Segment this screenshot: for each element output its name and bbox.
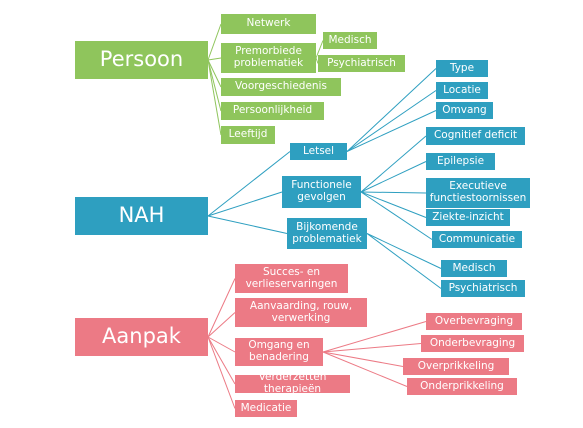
node-type: Type bbox=[436, 60, 488, 77]
node-medicatie: Medicatie bbox=[235, 400, 297, 417]
connector-functionele-gevolgen-to-ziekte-inzicht bbox=[360, 191, 427, 218]
connector-letsel-to-locatie bbox=[346, 90, 437, 152]
node-omvang: Omvang bbox=[436, 102, 493, 119]
connector-premorbiede-problematiek-to-premorbiede-psychiatrisch bbox=[315, 57, 319, 64]
connector-persoon-to-leeftijd bbox=[207, 59, 222, 136]
node-executieve-functiestoornissen: Executieve functiestoornissen bbox=[426, 178, 530, 208]
connector-nah-to-bijkomende-problematiek bbox=[207, 215, 288, 234]
node-premorbiede-problematiek: Premorbiede problematiek bbox=[221, 43, 316, 73]
connector-aanpak-to-aanvaarding-rouw-verwerking bbox=[207, 312, 236, 338]
node-succes-verlieservaringen: Succes- en verlieservaringen bbox=[235, 264, 348, 293]
connector-aanpak-to-verderzetten-therapieen bbox=[207, 336, 236, 385]
connector-functionele-gevolgen-to-executieve-functiestoornissen bbox=[360, 191, 427, 194]
node-netwerk: Netwerk bbox=[221, 14, 316, 34]
node-onderprikkeling: Onderprikkeling bbox=[407, 378, 517, 395]
node-onderbevraging: Onderbevraging bbox=[421, 335, 524, 352]
node-premorbiede-medisch: Medisch bbox=[323, 32, 377, 49]
node-locatie: Locatie bbox=[436, 82, 488, 99]
connector-bijkomende-problematiek-to-bijkomend-medisch bbox=[366, 233, 442, 269]
connector-omgang-benadering-to-overbevraging bbox=[322, 321, 427, 353]
connector-persoon-to-premorbiede-problematiek bbox=[207, 57, 222, 61]
node-communicatie: Communicatie bbox=[432, 231, 522, 248]
node-voorgeschiedenis: Voorgeschiedenis bbox=[221, 78, 341, 96]
node-bijkomend-psychiatrisch: Psychiatrisch bbox=[441, 280, 525, 297]
connector-bijkomende-problematiek-to-bijkomend-psychiatrisch bbox=[366, 233, 442, 289]
node-premorbiede-psychiatrisch: Psychiatrisch bbox=[318, 55, 405, 72]
node-ziekte-inzicht: Ziekte-inzicht bbox=[426, 209, 510, 226]
connector-nah-to-letsel bbox=[207, 151, 291, 217]
connector-omgang-benadering-to-onderbevraging bbox=[322, 343, 422, 353]
node-functionele-gevolgen: Functionele gevolgen bbox=[282, 176, 361, 208]
connector-functionele-gevolgen-to-cognitief-deficit bbox=[360, 135, 427, 193]
node-overprikkeling: Overprikkeling bbox=[403, 358, 509, 375]
connector-persoon-to-persoonlijkheid bbox=[207, 59, 222, 112]
connector-nah-to-functionele-gevolgen bbox=[207, 191, 283, 217]
node-leeftijd: Leeftijd bbox=[221, 126, 275, 144]
connector-functionele-gevolgen-to-epilepsie bbox=[360, 161, 427, 193]
node-nah: NAH bbox=[75, 197, 208, 235]
node-omgang-benadering: Omgang en benadering bbox=[235, 338, 323, 366]
connector-omgang-benadering-to-onderprikkeling bbox=[322, 351, 408, 387]
connector-aanpak-to-omgang-benadering bbox=[207, 336, 236, 353]
node-cognitief-deficit: Cognitief deficit bbox=[426, 127, 525, 145]
connector-letsel-to-type bbox=[346, 68, 437, 152]
connector-functionele-gevolgen-to-communicatie bbox=[360, 191, 433, 240]
node-bijkomende-problematiek: Bijkomende problematiek bbox=[287, 218, 367, 249]
node-verderzetten-therapieen: Verderzetten therapieën bbox=[235, 371, 350, 395]
connector-aanpak-to-succes-verlieservaringen bbox=[207, 278, 236, 338]
node-persoon: Persoon bbox=[75, 41, 208, 79]
node-epilepsie: Epilepsie bbox=[426, 153, 495, 170]
node-letsel: Letsel bbox=[290, 143, 347, 160]
connector-persoon-to-netwerk bbox=[207, 23, 222, 61]
connector-persoon-to-voorgeschiedenis bbox=[207, 59, 222, 88]
connector-aanpak-to-medicatie bbox=[207, 336, 236, 409]
node-overbevraging: Overbevraging bbox=[426, 313, 522, 330]
node-persoonlijkheid: Persoonlijkheid bbox=[221, 102, 324, 120]
connector-premorbiede-problematiek-to-premorbiede-medisch bbox=[315, 40, 324, 59]
node-aanpak: Aanpak bbox=[75, 318, 208, 356]
connector-letsel-to-omvang bbox=[346, 110, 437, 152]
node-bijkomend-medisch: Medisch bbox=[441, 260, 507, 277]
node-aanvaarding-rouw-verwerking: Aanvaarding, rouw, verwerking bbox=[235, 298, 367, 327]
connector-omgang-benadering-to-overprikkeling bbox=[322, 351, 404, 367]
